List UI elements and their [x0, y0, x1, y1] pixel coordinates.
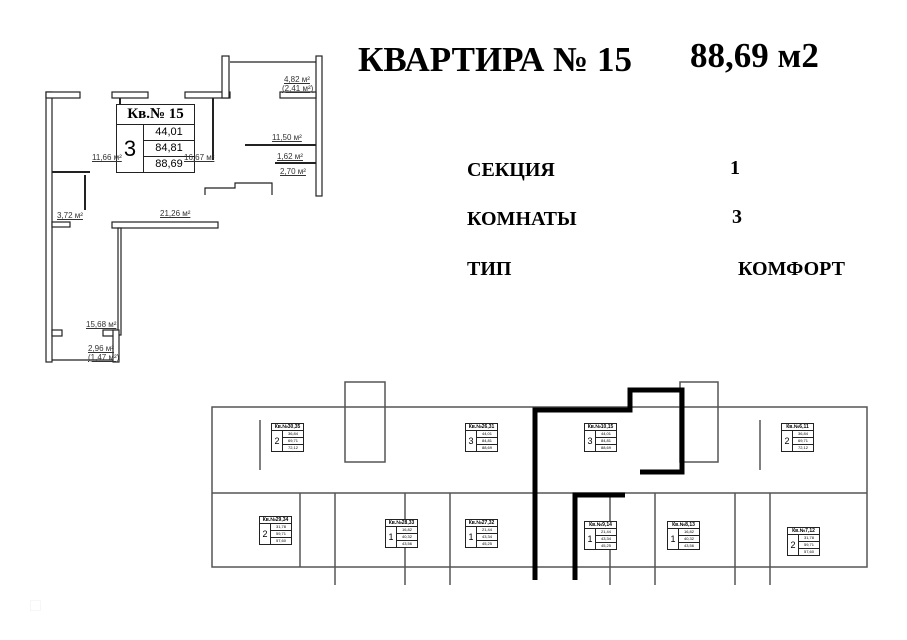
room-area: 2,70 м²	[280, 167, 306, 176]
room-count: 2	[788, 535, 799, 555]
area-value: 44,01	[596, 431, 616, 438]
room-area: 4,82 м²	[284, 75, 310, 84]
area-value: 84,81	[596, 438, 616, 445]
area-value: 69,71	[283, 438, 303, 445]
area-value: 59,71	[799, 542, 819, 549]
type-label: ТИП	[467, 258, 512, 280]
area-value: 43,34	[477, 534, 497, 541]
apartment-area: 88,69 м2	[690, 36, 819, 75]
room-count: 1	[386, 527, 397, 547]
area-value: 43,56	[401, 541, 412, 546]
area-value: 72,12	[797, 445, 808, 450]
room-area: 1,62 м²	[277, 152, 303, 161]
apartment-number: Кв.№29,34	[260, 517, 291, 524]
section-value: 1	[730, 157, 740, 179]
area-value: 36,84	[793, 431, 813, 438]
room-area: 11,66 м²	[92, 153, 122, 162]
area-value: 21,44	[477, 527, 497, 534]
area-value: 69,71	[793, 438, 813, 445]
room-count: 2	[272, 431, 283, 451]
room-area: 3,72 м²	[57, 211, 83, 220]
room-area: (2,41 м²)	[282, 84, 314, 93]
rooms-value: 3	[732, 206, 742, 228]
apartment-number: Кв.№6,11	[782, 424, 813, 431]
apartment-number: Кв.№8,13	[668, 522, 699, 529]
total-area: 84,81	[144, 141, 194, 157]
area-value: 43,34	[596, 536, 616, 543]
area-value: 88,69	[481, 445, 492, 450]
apartment-number: Кв.№ 15	[117, 105, 194, 125]
room-count: 2	[782, 431, 793, 451]
area-value: 36,84	[283, 431, 303, 438]
total-with-balcony: 88,69	[155, 158, 183, 170]
rooms-label: КОМНАТЫ	[467, 208, 577, 230]
area-value: 84,81	[477, 438, 497, 445]
apartment-number: Кв.№30,35	[272, 424, 303, 431]
room-count: 3	[585, 431, 596, 451]
room-area: 11,50 м²	[272, 133, 302, 142]
living-area: 44,01	[144, 125, 194, 141]
room-count: 1	[668, 529, 679, 549]
section-label: СЕКЦИЯ	[467, 159, 555, 181]
room-count: 1	[585, 529, 596, 549]
area-value: 57,60	[275, 538, 286, 543]
area-value: 31,78	[799, 535, 819, 542]
area-value: 40,32	[397, 534, 417, 541]
area-value: 31,78	[271, 524, 291, 531]
apartment-info-box: Кв.№ 15 3 44,01 84,81 88,69	[116, 104, 195, 173]
room-area: 2,96 м²	[88, 344, 114, 353]
apartment-number: Кв.№28,33	[386, 520, 417, 527]
room-count: 3	[117, 125, 144, 172]
building-floor-plan	[211, 381, 868, 585]
area-value: 44,01	[477, 431, 497, 438]
apartment-number: Кв.№10,15	[585, 424, 616, 431]
area-value: 72,12	[287, 445, 298, 450]
area-value: 43,56	[683, 543, 694, 548]
room-area: 15,68 м²	[86, 320, 117, 329]
area-value: 45,25	[600, 543, 611, 548]
watermark: □	[30, 595, 41, 615]
apartment-title: КВАРТИРА № 15	[358, 40, 633, 79]
room-count: 1	[466, 527, 477, 547]
apartment-number: Кв.№7,12	[788, 528, 819, 535]
type-value: КОМФОРТ	[738, 258, 845, 280]
room-area: (1,47 м²)	[88, 353, 120, 362]
room-count: 2	[260, 524, 271, 544]
area-value: 59,71	[271, 531, 291, 538]
area-value: 88,69	[600, 445, 611, 450]
apartment-number: Кв.№26,31	[466, 424, 497, 431]
area-value: 16,82	[679, 529, 699, 536]
area-value: 57,60	[803, 549, 814, 554]
area-value: 40,32	[679, 536, 699, 543]
current-apartment-outline	[532, 387, 685, 580]
area-value: 21,44	[596, 529, 616, 536]
apartment-number: Кв.№9,14	[585, 522, 616, 529]
area-value: 45,25	[481, 541, 492, 546]
room-area: 16,67 м²	[184, 153, 215, 162]
apartment-number: Кв.№27,32	[466, 520, 497, 527]
area-value: 16,82	[397, 527, 417, 534]
room-count: 3	[466, 431, 477, 451]
room-area: 21,26 м²	[160, 209, 191, 218]
